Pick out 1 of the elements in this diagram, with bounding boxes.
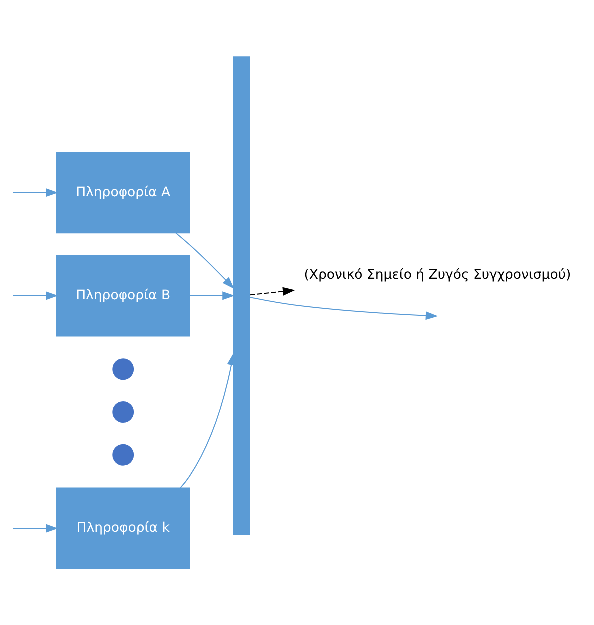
node-text: (Χρονικό Σημείο ή Ζυγός Συγχρονισμού) bbox=[304, 267, 572, 282]
